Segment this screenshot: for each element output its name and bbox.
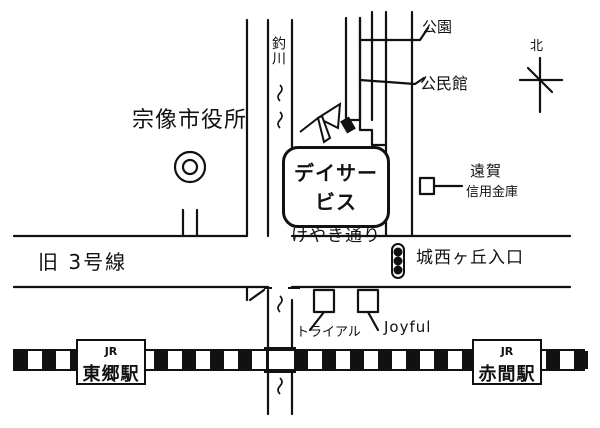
rail-tie [14, 351, 28, 369]
leader-hall [358, 76, 426, 86]
north-label: 北 [530, 39, 544, 54]
rail-tie [210, 351, 224, 369]
city-hall-symbol [173, 150, 207, 184]
rail-tie [322, 351, 336, 369]
trial-label: トライアル [296, 325, 361, 340]
station-east-name: 赤間駅 [478, 364, 536, 385]
intersection-label: 城西ヶ丘入口 [416, 248, 524, 268]
station-west-name: 東郷駅 [82, 364, 140, 385]
rail-tie [154, 351, 168, 369]
station-east: JR 赤間駅 [472, 339, 542, 385]
rail-tie [42, 351, 56, 369]
facility-name: デイサービス [294, 161, 378, 214]
community-hall-label: 公民館 [420, 74, 469, 93]
rail-tie [294, 351, 308, 369]
building-hall [358, 16, 388, 147]
city-hall-gate [181, 208, 199, 238]
signal-icon [391, 243, 405, 279]
north-arrow [518, 56, 564, 114]
street-west [12, 18, 249, 238]
station-west: JR 東郷駅 [76, 339, 146, 385]
river-wave-1 [277, 84, 283, 102]
river-label: 釣川 [270, 36, 286, 66]
facility-subname: けやき通り [291, 226, 381, 246]
rail-tie [350, 351, 364, 369]
river-wave-4 [277, 377, 283, 395]
leader-park [358, 26, 430, 42]
facility-arrow [299, 102, 342, 144]
bank-label-line1: 遠賀 [470, 162, 503, 180]
rail-tie [406, 351, 420, 369]
joyful-leader [366, 310, 380, 332]
joyful-box [356, 288, 380, 314]
rail-tie [574, 351, 588, 369]
street-west-lower [12, 285, 249, 302]
bank-box [418, 176, 436, 196]
rail-tie [546, 351, 560, 369]
trial-box [312, 288, 336, 314]
trial-leader [308, 310, 326, 332]
rail-tie [182, 351, 196, 369]
building-park [344, 16, 362, 122]
station-west-operator: JR [104, 345, 118, 358]
rail-tie [434, 351, 448, 369]
facility-callout: デイサービス けやき通り [282, 146, 390, 246]
bank-label-line2: 信用金庫 [466, 185, 519, 200]
station-east-operator: JR [500, 345, 514, 358]
road-label: 旧 3号線 [38, 250, 128, 274]
rail-tie [238, 351, 252, 369]
road-mark [248, 288, 266, 302]
joyful-label: Joyful [384, 318, 432, 336]
rail-tie [378, 351, 392, 369]
river-wave-3 [277, 295, 283, 313]
city-hall-label: 宗像市役所 [132, 108, 248, 133]
park-label: 公園 [422, 18, 453, 36]
river-wave-2 [277, 111, 283, 129]
